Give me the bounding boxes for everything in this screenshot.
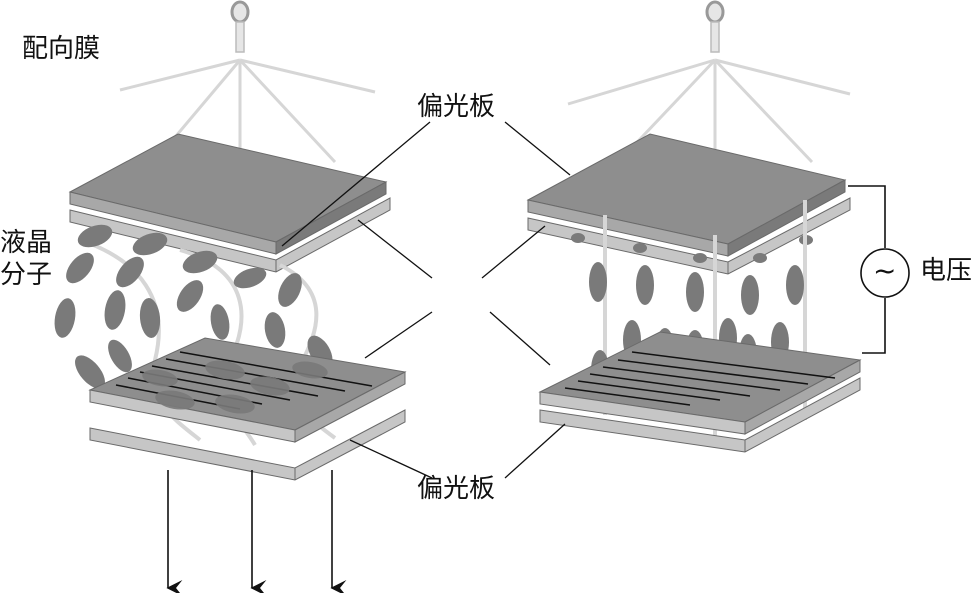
left-output-arrows	[168, 470, 332, 588]
alignment-film-label: 配向膜	[22, 34, 100, 65]
right-panel	[528, 2, 909, 452]
left-bottom-alignment-film	[90, 338, 405, 442]
polarizer-bottom-label: 偏光板	[417, 474, 495, 505]
lc-molecule-label-line1: 液晶	[0, 228, 52, 259]
ac-source-icon: ~	[873, 254, 896, 288]
left-panel	[52, 2, 405, 588]
voltage-label: 电压	[920, 256, 972, 287]
lc-molecule-label-line2: 分子	[0, 260, 52, 291]
polarizer-top-label: 偏光板	[417, 92, 495, 123]
